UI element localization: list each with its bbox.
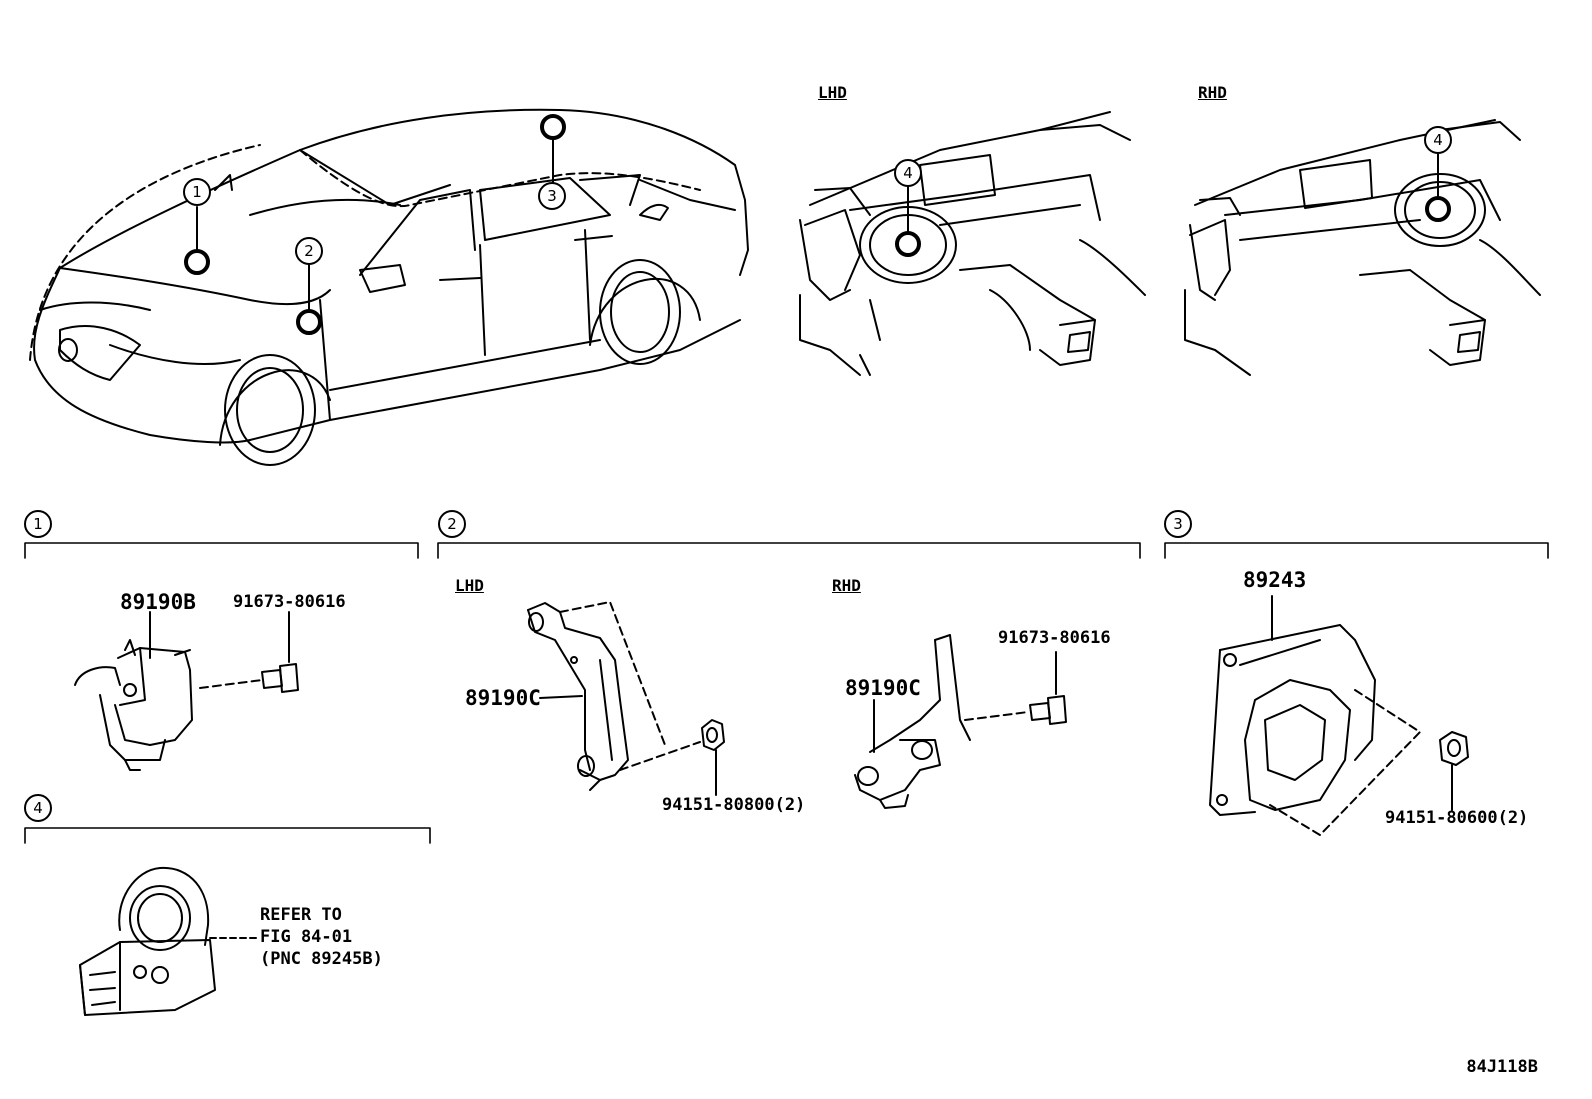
callout-leaders-car: [184, 114, 566, 335]
callout-1-car: 1: [183, 178, 211, 206]
view-label-rhd: RHD: [1198, 83, 1227, 102]
bracket-rhd: [854, 634, 1029, 809]
part-label-91673-80616-s1: 91673-80616: [233, 592, 346, 612]
car-overview: [29, 108, 749, 466]
section-1-marker: 1: [24, 510, 52, 538]
section-2-marker: 2: [438, 510, 466, 538]
part-label-89190C-rhd: 89190C: [845, 676, 921, 700]
callout-4-rhd: 4: [1424, 126, 1452, 154]
sensor-89190B: [74, 611, 193, 771]
part-label-91673-80616-s2: 91673-80616: [998, 628, 1111, 648]
sub-label-rhd: RHD: [832, 576, 861, 595]
bolt-section1: [199, 611, 299, 693]
ecu-89243: [1209, 595, 1421, 836]
section-4-marker: 4: [24, 794, 52, 822]
section-brackets: [24, 542, 1549, 844]
callout-2-car: 2: [295, 237, 323, 265]
callout-3-car: 3: [538, 182, 566, 210]
part-label-89190B: 89190B: [120, 590, 196, 614]
reference-note-line1: REFER TO: [260, 905, 342, 925]
nut-lhd: [701, 719, 725, 796]
nut-section3: [1439, 731, 1469, 811]
section-3-marker: 3: [1164, 510, 1192, 538]
callout-4-lhd: 4: [894, 159, 922, 187]
spiral-cable-sensor: [79, 866, 259, 1016]
part-label-94151-80600: 94151-80600(2): [1385, 808, 1529, 828]
bracket-lhd: [527, 601, 701, 791]
reference-note-line3: (PNC 89245B): [260, 949, 383, 969]
dashboard-lhd: [799, 111, 1146, 376]
bolt-rhd: [1029, 651, 1067, 725]
reference-note-line2: FIG 84-01: [260, 927, 353, 947]
sub-label-lhd: LHD: [455, 576, 484, 595]
part-label-89243: 89243: [1243, 568, 1307, 592]
figure-code: 84J118B: [1466, 1057, 1538, 1077]
part-label-89190C-lhd: 89190C: [465, 686, 541, 710]
view-label-lhd: LHD: [818, 83, 847, 102]
reference-note: REFER TO FIG 84-01 (PNC 89245B): [260, 904, 383, 970]
part-label-94151-80800: 94151-80800(2): [662, 795, 806, 815]
dashboard-rhd: [1184, 119, 1541, 376]
